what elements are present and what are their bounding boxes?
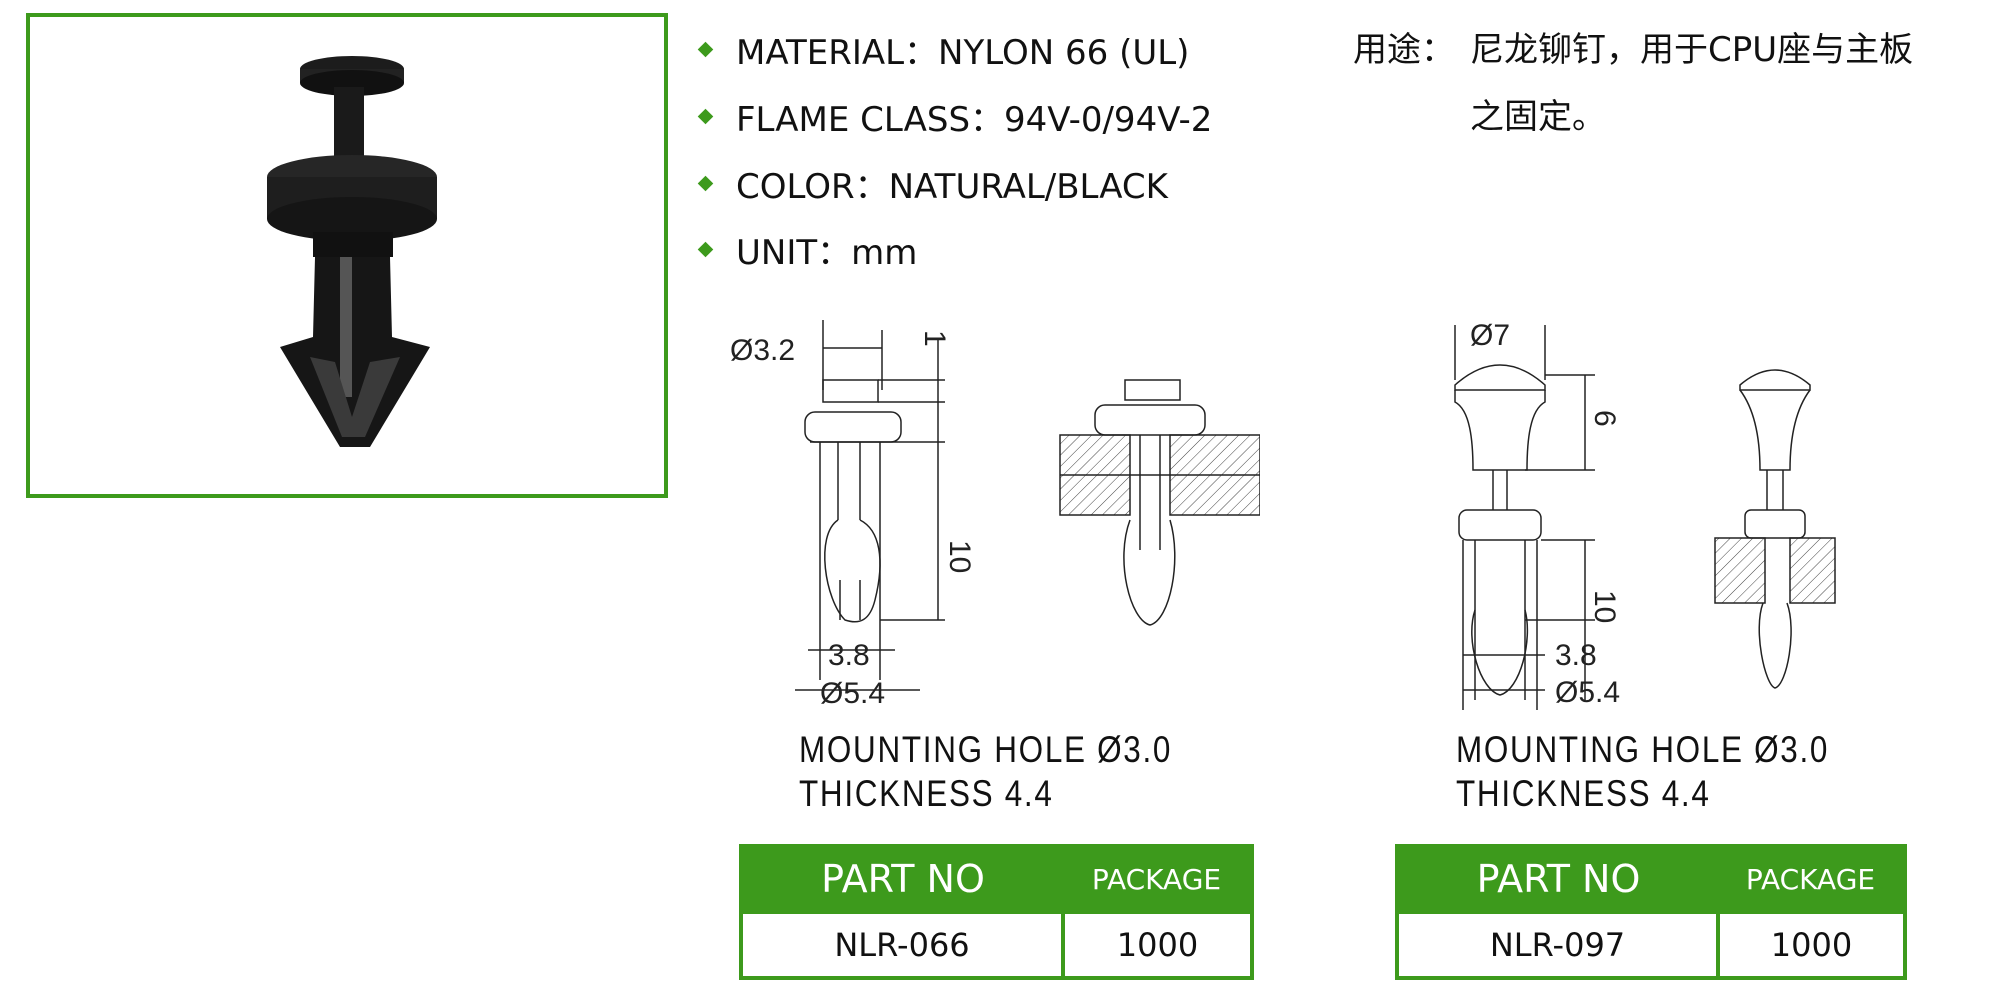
usage-line2: 之固定。 bbox=[1470, 97, 1606, 137]
part-number: NLR-066 bbox=[739, 910, 1065, 980]
thickness-note: THICKNESS 4.4 bbox=[1456, 773, 1711, 814]
bullet-icon bbox=[697, 241, 714, 258]
thickness-note: THICKNESS 4.4 bbox=[799, 773, 1054, 814]
rivet-photo-image bbox=[267, 56, 437, 447]
usage-label: 用途： bbox=[1353, 30, 1455, 70]
spec-unit: UNIT：mm bbox=[697, 225, 918, 274]
drawing-nlr-097: Ø7 6 10 3.8 Ø5.4 bbox=[1454, 319, 1836, 710]
part-number: NLR-097 bbox=[1395, 910, 1720, 980]
col-part-no: PART NO bbox=[1397, 846, 1718, 912]
spec-color: COLOR：NATURAL/BLACK bbox=[697, 159, 1168, 208]
dim-head-diameter: Ø3.2 bbox=[730, 334, 795, 367]
bullet-icon bbox=[697, 175, 714, 192]
col-package: PACKAGE bbox=[1063, 846, 1252, 912]
bullet-icon bbox=[697, 41, 714, 58]
mounting-hole-note: MOUNTING HOLE Ø3.0 bbox=[799, 729, 1173, 770]
drawing-nlr-066: Ø3.2 1 10 3.8 Ø5.4 bbox=[730, 320, 1260, 710]
col-part-no: PART NO bbox=[741, 846, 1063, 912]
dim-length: 10 bbox=[943, 540, 976, 573]
spec-text: FLAME CLASS：94V-0/94V-2 bbox=[736, 100, 1213, 140]
col-package: PACKAGE bbox=[1718, 846, 1905, 912]
spec-text: MATERIAL：NYLON 66 (UL) bbox=[736, 33, 1190, 73]
usage-line1: 尼龙铆钉，用于CPU座与主板 bbox=[1470, 30, 1914, 70]
spec-text: UNIT：mm bbox=[736, 233, 918, 273]
package-qty: 1000 bbox=[1716, 910, 1907, 980]
bullet-icon bbox=[697, 108, 714, 125]
dim-width: 3.8 bbox=[1555, 639, 1597, 672]
spec-text: COLOR：NATURAL/BLACK bbox=[736, 167, 1168, 207]
dim-head-height: 1 bbox=[918, 330, 951, 347]
package-qty: 1000 bbox=[1061, 910, 1254, 980]
dim-head-diameter: Ø7 bbox=[1470, 319, 1510, 352]
spec-material: MATERIAL：NYLON 66 (UL) bbox=[697, 25, 1190, 74]
dim-diameter: Ø5.4 bbox=[820, 677, 885, 710]
dim-length: 10 bbox=[1588, 590, 1621, 623]
mounting-hole-note: MOUNTING HOLE Ø3.0 bbox=[1456, 729, 1830, 770]
dim-head-height: 6 bbox=[1588, 410, 1621, 427]
product-photo bbox=[26, 13, 668, 498]
dim-diameter: Ø5.4 bbox=[1555, 676, 1620, 709]
dim-width: 3.8 bbox=[828, 639, 870, 672]
spec-flame-class: FLAME CLASS：94V-0/94V-2 bbox=[697, 92, 1213, 141]
